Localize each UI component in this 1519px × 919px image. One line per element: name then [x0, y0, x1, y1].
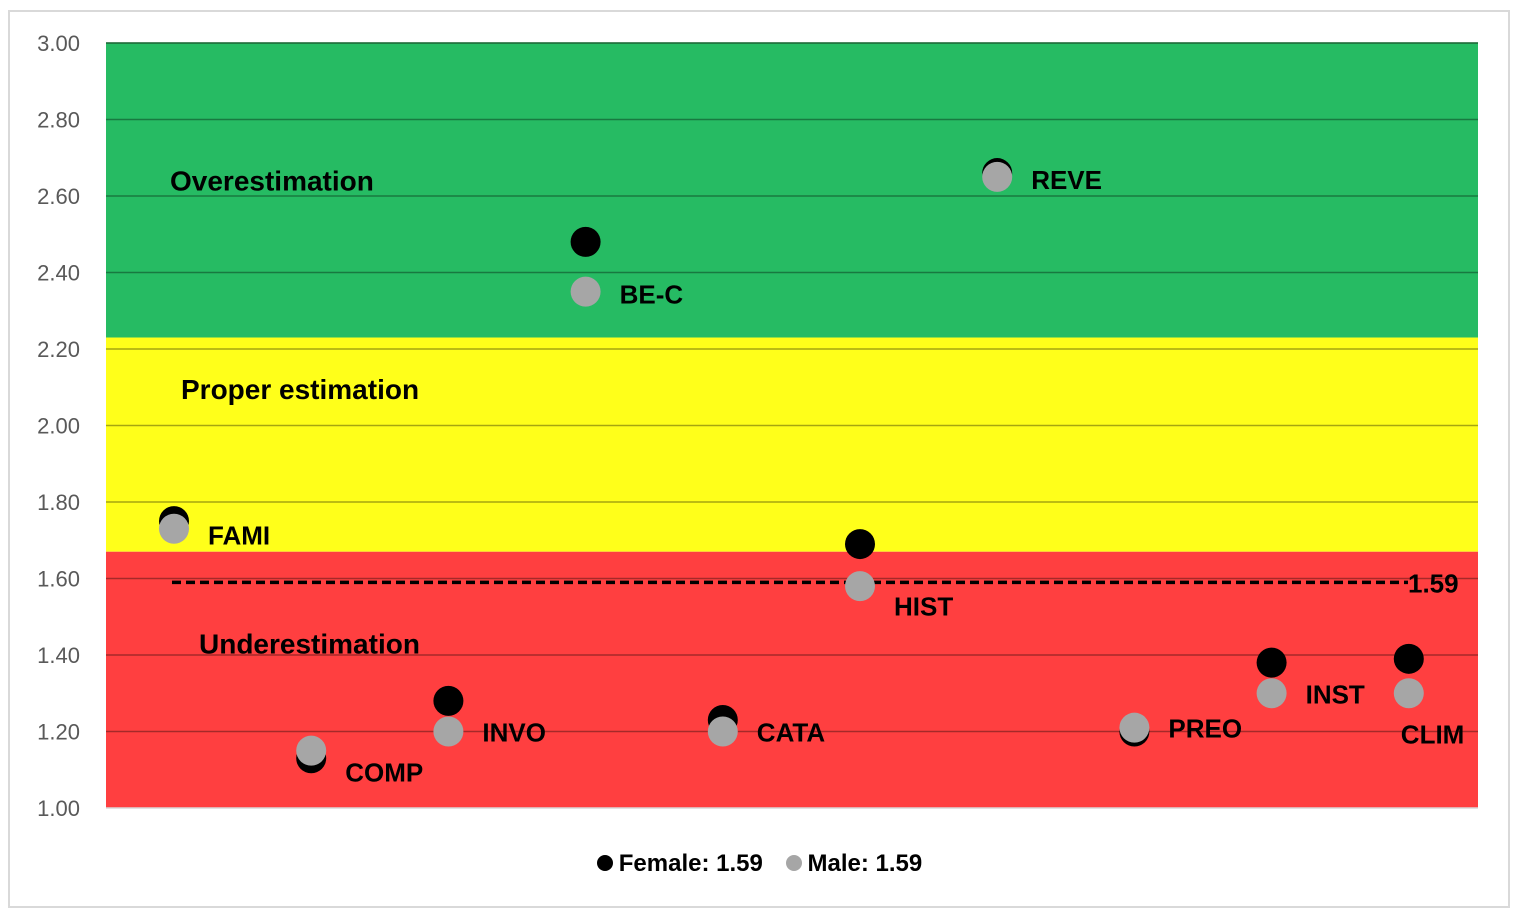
y-tick-label-7: 2.40: [37, 261, 80, 286]
point-male-preo: [1119, 712, 1150, 743]
category-label-inst: INST: [1306, 679, 1365, 709]
point-female-invo: [433, 685, 464, 716]
category-label-fami: FAMI: [208, 521, 270, 551]
legend-item-male: Male: 1.59: [785, 850, 923, 878]
point-male-fami: [159, 513, 189, 544]
point-male-hist: [845, 571, 875, 602]
point-male-cata: [707, 716, 738, 747]
legend-marker-female: [596, 854, 613, 871]
category-label-clim: CLIM: [1401, 719, 1465, 749]
y-tick-label-10: 3.00: [37, 31, 80, 56]
point-male-be-c: [570, 276, 601, 307]
y-tick-label-2: 1.40: [37, 643, 80, 668]
zone-label-1: Proper estimation: [181, 374, 419, 405]
category-label-hist: HIST: [894, 591, 953, 621]
point-male-inst: [1256, 678, 1287, 709]
legend: Female: 1.59 Male: 1.59: [0, 850, 1519, 878]
grid-layer: [106, 42, 1478, 809]
y-axis-ticks: 1.00 1.20 1.40 1.60 1.80 2.00 2.20 2.40 2.60 2.80…: [37, 31, 80, 821]
legend-label-female: Female: 1.59: [618, 850, 763, 877]
reference-line-label: 1.59: [1408, 568, 1459, 598]
point-female-be-c: [570, 226, 601, 257]
legend-marker-male: [785, 854, 802, 871]
category-label-be-c: BE-C: [620, 280, 684, 310]
category-label-cata: CATA: [757, 718, 826, 748]
zones-layer: [106, 43, 1478, 808]
category-label-comp: COMP: [345, 758, 423, 788]
point-female-inst: [1256, 647, 1287, 678]
point-male-invo: [433, 716, 464, 747]
y-tick-label-8: 2.60: [37, 184, 80, 209]
zone-label-2: Underestimation: [199, 629, 420, 660]
category-label-reve: REVE: [1031, 165, 1102, 195]
y-tick-label-4: 1.80: [37, 490, 80, 515]
category-label-preo: PREO: [1168, 714, 1242, 744]
legend-label-male: Male: 1.59: [807, 850, 923, 877]
point-male-comp: [296, 735, 327, 766]
point-male-reve: [982, 161, 1013, 192]
category-label-invo: INVO: [482, 718, 546, 748]
point-female-hist: [845, 529, 875, 560]
point-female-clim: [1393, 643, 1424, 674]
zone-band-1: [106, 337, 1478, 552]
zone-band-2: [106, 551, 1478, 808]
y-tick-label-3: 1.60: [37, 567, 80, 592]
y-tick-label-6: 2.20: [37, 337, 80, 362]
zone-band-0: [106, 43, 1478, 338]
reference-line-group: 1.59: [172, 568, 1459, 598]
y-tick-label-9: 2.80: [37, 108, 80, 133]
y-tick-label-0: 1.00: [37, 796, 80, 821]
points-layer: [159, 158, 1424, 774]
y-tick-label-1: 1.20: [37, 720, 80, 745]
point-labels: FAMI COMP INVO BE-C CATA HIST REVE PREO INST CLIM: [208, 165, 1464, 788]
point-male-clim: [1393, 678, 1424, 709]
y-tick-label-5: 2.00: [37, 414, 80, 439]
zone-label-0: Overestimation: [170, 166, 374, 197]
legend-item-female: Female: 1.59: [596, 850, 763, 878]
